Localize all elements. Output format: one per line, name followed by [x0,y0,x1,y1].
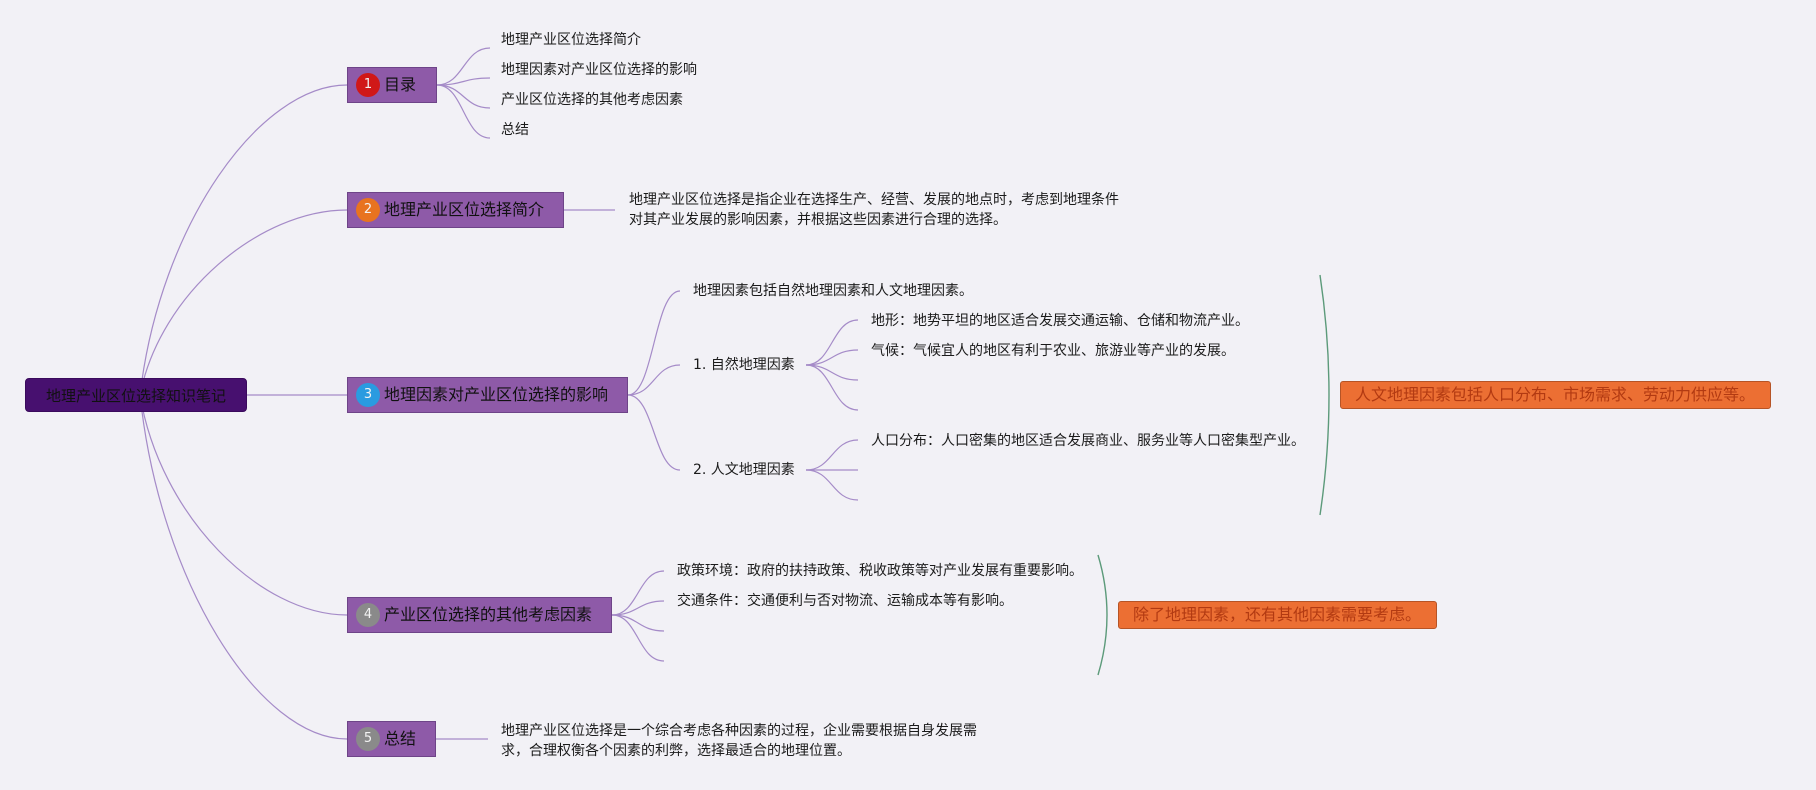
contents-item-2[interactable]: 地理因素对产业区位选择的影响 [501,62,697,78]
topic-introduction[interactable]: 2 地理产业区位选择简介 [347,192,564,228]
link-natural-4 [805,364,859,411]
link-t4-item-2 [611,600,665,616]
link-natural-3 [805,364,859,381]
topic-label: 地理因素对产业区位选择的影响 [384,385,609,404]
summary-bracket-t4 [1097,554,1108,676]
natural-factor-terrain[interactable]: 地形：地势平坦的地区适合发展交通运输、仓储和物流产业。 [871,313,1249,329]
topic-label: 地理产业区位选择简介 [384,200,545,219]
link-natural-1 [805,319,859,366]
number-badge-5: 5 [356,727,380,751]
number-badge-2: 2 [356,198,380,222]
link-natural-2 [805,349,859,366]
human-factors-summary[interactable]: 人文地理因素包括人口分布、市场需求、劳动力供应等。 [1340,381,1771,409]
link-t1-item-1 [436,47,491,86]
topic-label: 总结 [384,729,417,748]
factors-intro[interactable]: 地理因素包括自然地理因素和人文地理因素。 [693,283,973,299]
natural-factor-climate[interactable]: 气候：气候宜人的地区有利于农业、旅游业等产业的发展。 [871,343,1235,359]
link-t1-item-4 [436,84,491,139]
topic-other-factors[interactable]: 4 产业区位选择的其他考虑因素 [347,597,612,633]
link-root-t1 [139,84,348,396]
link-human-3 [805,469,859,501]
natural-factors-node[interactable]: 1. 自然地理因素 [693,357,795,373]
link-root-t4 [139,394,348,616]
other-factor-transport[interactable]: 交通条件：交通便利与否对物流、运输成本等有影响。 [677,593,1013,609]
link-t4-item-4 [611,614,665,662]
other-factor-policy[interactable]: 政策环境：政府的扶持政策、税收政策等对产业发展有重要影响。 [677,563,1083,579]
link-t4-item-3 [611,614,665,632]
number-badge-1: 1 [356,73,380,97]
contents-item-1[interactable]: 地理产业区位选择简介 [501,32,641,48]
link-root-t2 [139,209,348,396]
link-t4-item-1 [611,570,665,616]
link-root-t5 [139,394,348,740]
summary-bracket-t3 [1319,274,1330,516]
introduction-text[interactable]: 地理产业区位选择是指企业在选择生产、经营、发展的地点时，考虑到地理条件对其产业发… [629,192,1119,228]
link-t3-human [627,394,681,471]
conclusion-text[interactable]: 地理产业区位选择是一个综合考虑各种因素的过程，企业需要根据自身发展需求，合理权衡… [501,723,977,759]
other-factors-summary[interactable]: 除了地理因素，还有其他因素需要考虑。 [1118,601,1437,629]
contents-item-3[interactable]: 产业区位选择的其他考虑因素 [501,92,683,108]
topic-geographic-factors[interactable]: 3 地理因素对产业区位选择的影响 [347,377,628,413]
link-t3-natural [627,364,681,396]
topic-contents[interactable]: 1 目录 [347,67,437,103]
number-badge-4: 4 [356,603,380,627]
link-t1-item-3 [436,84,491,109]
topic-label: 产业区位选择的其他考虑因素 [384,605,593,624]
root-node[interactable]: 地理产业区位选择知识笔记 [25,378,247,412]
contents-item-4[interactable]: 总结 [501,122,529,138]
link-t3-intro [627,290,681,396]
link-human-1 [805,439,859,471]
human-factors-node[interactable]: 2. 人文地理因素 [693,462,795,478]
number-badge-3: 3 [356,383,380,407]
link-t1-item-2 [436,77,491,86]
human-factor-population[interactable]: 人口分布：人口密集的地区适合发展商业、服务业等人口密集型产业。 [871,433,1305,449]
topic-conclusion[interactable]: 5 总结 [347,721,436,757]
topic-label: 目录 [384,75,417,94]
